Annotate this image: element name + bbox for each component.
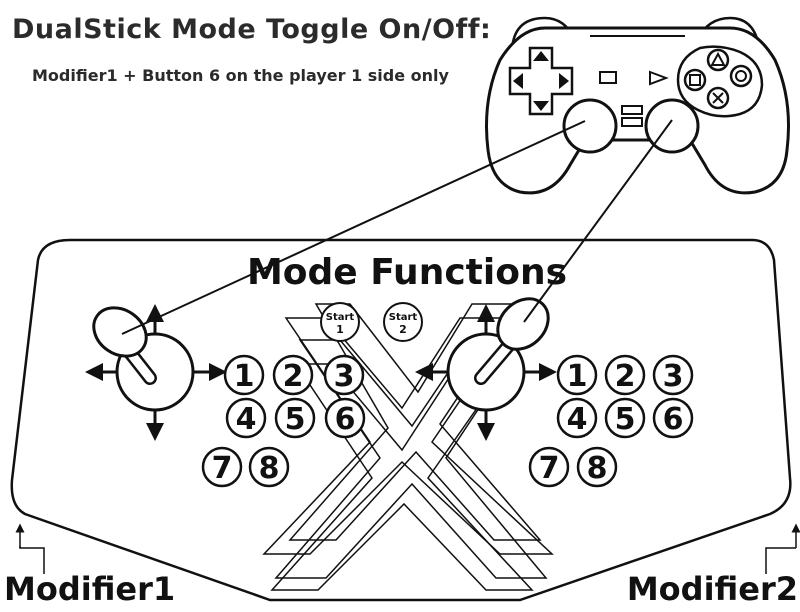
x-logo <box>262 303 554 591</box>
player1-joystick <box>85 304 227 441</box>
diagram-subtitle: Modifier1 + Button 6 on the player 1 sid… <box>32 66 449 85</box>
svg-text:7: 7 <box>212 451 233 486</box>
left-stick-connector <box>121 120 586 335</box>
player2-button-2: 2 <box>604 354 646 396</box>
svg-text:2: 2 <box>399 323 407 336</box>
svg-text:3: 3 <box>334 359 355 394</box>
player2-joystick <box>415 297 557 441</box>
control-panel-outline <box>10 238 792 602</box>
player1-button-3: 3 <box>323 354 365 396</box>
svg-text:1: 1 <box>336 323 344 336</box>
player1-button-4: 4 <box>225 397 267 439</box>
svg-text:5: 5 <box>285 402 306 437</box>
modifier1-label: Modifier1 <box>4 570 176 608</box>
right-stick-connector <box>523 119 673 323</box>
player1-button-5: 5 <box>274 397 316 439</box>
player2-button-6: 6 <box>652 397 694 439</box>
svg-text:1: 1 <box>234 359 255 394</box>
gamepad <box>485 16 790 195</box>
svg-text:1: 1 <box>567 359 588 394</box>
start2-button: Start 2 <box>383 302 423 342</box>
svg-text:8: 8 <box>587 451 608 486</box>
svg-text:8: 8 <box>259 451 280 486</box>
player1-button-6: 6 <box>324 397 366 439</box>
panel-title: Mode Functions <box>246 252 567 293</box>
player2-button-4: 4 <box>556 397 598 439</box>
player1-button-2: 2 <box>272 354 314 396</box>
svg-text:2: 2 <box>283 359 304 394</box>
player2-button-5: 5 <box>604 397 646 439</box>
svg-text:4: 4 <box>236 402 257 437</box>
player2-button-7: 7 <box>528 446 570 488</box>
player1-button-1: 1 <box>223 354 265 396</box>
player1-button-8: 8 <box>248 446 290 488</box>
player2-button-1: 1 <box>556 354 598 396</box>
svg-text:6: 6 <box>335 402 356 437</box>
player1-button-7: 7 <box>201 446 243 488</box>
svg-text:7: 7 <box>539 451 560 486</box>
start1-button: Start 1 <box>320 302 360 342</box>
modifier1-pointer <box>15 523 45 574</box>
svg-text:Start: Start <box>326 312 355 323</box>
modifier2-label: Modifier2 <box>626 570 798 608</box>
svg-text:3: 3 <box>663 359 684 394</box>
svg-text:5: 5 <box>615 402 636 437</box>
svg-text:4: 4 <box>567 402 588 437</box>
svg-text:2: 2 <box>615 359 636 394</box>
modifier2-pointer <box>765 523 800 574</box>
player2-button-3: 3 <box>652 354 694 396</box>
player2-button-8: 8 <box>576 446 618 488</box>
svg-text:6: 6 <box>663 402 684 437</box>
diagram-title: DualStick Mode Toggle On/Off: <box>12 14 492 45</box>
svg-text:Start: Start <box>389 312 418 323</box>
